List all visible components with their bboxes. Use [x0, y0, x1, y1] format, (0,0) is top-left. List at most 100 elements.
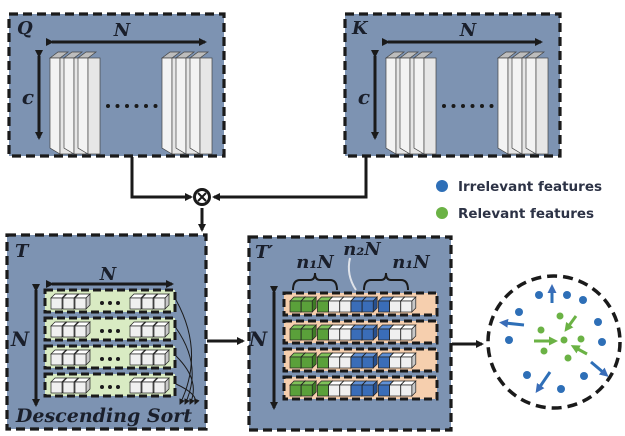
descending-sort-caption: Descending Sort: [15, 405, 192, 427]
t-row: [43, 288, 177, 314]
outward-arrow: [590, 360, 609, 377]
cube-front: [50, 325, 63, 338]
irrelevant-point: [598, 338, 606, 346]
cube-front: [378, 384, 390, 397]
ellipsis-dot: [480, 104, 484, 108]
sort-curves: [175, 299, 200, 405]
cube-front: [389, 300, 401, 313]
relevant-point: [577, 335, 585, 343]
cube-front: [339, 384, 352, 397]
t-label: T: [15, 241, 30, 262]
irrelevant-point: [557, 385, 565, 393]
slab-side: [77, 57, 89, 155]
t-prime-height-label: N: [248, 327, 268, 351]
outward-arrow: [499, 318, 525, 328]
slab-side: [175, 57, 187, 155]
cube-front: [328, 384, 340, 397]
cube-front: [350, 300, 363, 313]
cube-front: [389, 356, 401, 369]
k-label: K: [351, 18, 369, 39]
legend-relevant-marker: [436, 207, 448, 219]
cube-front: [350, 384, 363, 397]
sort-curve: [175, 383, 200, 405]
ellipsis-dot: [116, 385, 120, 389]
k-width-label: N: [459, 20, 478, 41]
cube-front: [74, 353, 87, 366]
brace-right: [363, 272, 409, 291]
cube-front: [361, 300, 374, 313]
irrelevant-point: [515, 308, 523, 316]
irrelevant-point: [535, 291, 543, 299]
irrelevant-point: [580, 372, 588, 380]
slab-side: [49, 57, 61, 155]
relevant-point: [540, 347, 548, 355]
ellipsis-dot: [134, 104, 139, 108]
q-label: Q: [17, 18, 33, 39]
slab-side: [413, 57, 425, 155]
ellipsis-dot: [108, 301, 112, 305]
ellipsis-dot: [116, 301, 120, 305]
cube-front: [62, 381, 75, 394]
ellipsis-dot: [106, 104, 110, 108]
cube-front: [339, 356, 352, 369]
cube-front: [361, 384, 374, 397]
k-height-label: c: [358, 85, 370, 109]
cube-front: [400, 384, 413, 397]
ellipsis-dot: [116, 357, 120, 361]
cube-front: [289, 300, 302, 313]
cube-front: [289, 356, 302, 369]
inward-arrow: [564, 315, 578, 332]
t-prime-panel: T′ n₁N n₂N n₁N N: [247, 235, 453, 432]
cube-front: [62, 297, 75, 310]
legend: Irrelevant features Relevant features: [436, 179, 602, 222]
k-feature-slabs: [384, 51, 549, 155]
brace-mid-label: n₂N: [343, 239, 382, 260]
cube-front: [289, 384, 302, 397]
brace-left: [292, 272, 338, 291]
cube-front: [153, 325, 166, 338]
t-panel: T N N Descending Sort: [5, 233, 208, 431]
slab-side: [399, 57, 411, 155]
cube-front: [400, 300, 413, 313]
t-rows: [43, 288, 177, 398]
t-row: [43, 344, 177, 370]
relevant-point: [556, 312, 564, 320]
ellipsis-dot: [125, 104, 129, 108]
t-prime-row: [282, 291, 439, 317]
q-width-label: N: [113, 20, 132, 41]
cube-front: [289, 328, 302, 341]
brace-left-label: n₁N: [296, 252, 335, 273]
cube-front: [153, 353, 166, 366]
slab-front: [87, 57, 101, 155]
slab-side: [497, 57, 509, 155]
irrelevant-point: [523, 371, 531, 379]
legend-relevant-label: Relevant features: [458, 206, 594, 222]
ellipsis-dot: [116, 329, 120, 333]
ellipsis-dot: [100, 385, 104, 389]
cube-front: [141, 381, 154, 394]
cube-front: [378, 356, 390, 369]
cube-front: [350, 356, 363, 369]
cube-front: [378, 328, 390, 341]
slab-front: [535, 57, 549, 155]
t-prime-label: T′: [255, 242, 273, 263]
feature-space-circle: [486, 274, 622, 410]
cube-front: [389, 384, 401, 397]
cube-front: [141, 297, 154, 310]
q-panel: Q N c: [7, 12, 226, 158]
cube-front: [317, 384, 329, 397]
legend-irrelevant-label: Irrelevant features: [458, 179, 602, 195]
cube-front: [300, 384, 313, 397]
slab-side: [511, 57, 523, 155]
t-prime-row: [282, 375, 439, 401]
slab-side: [189, 57, 201, 155]
t-height-label: N: [10, 327, 30, 351]
ellipsis-dot: [144, 104, 148, 108]
ellipsis-dot: [461, 104, 465, 108]
cube-front: [317, 300, 329, 313]
t-row: [43, 316, 177, 342]
cube-front: [339, 300, 352, 313]
cube-front: [74, 297, 87, 310]
cube-front: [50, 381, 63, 394]
relevant-point: [564, 354, 572, 362]
